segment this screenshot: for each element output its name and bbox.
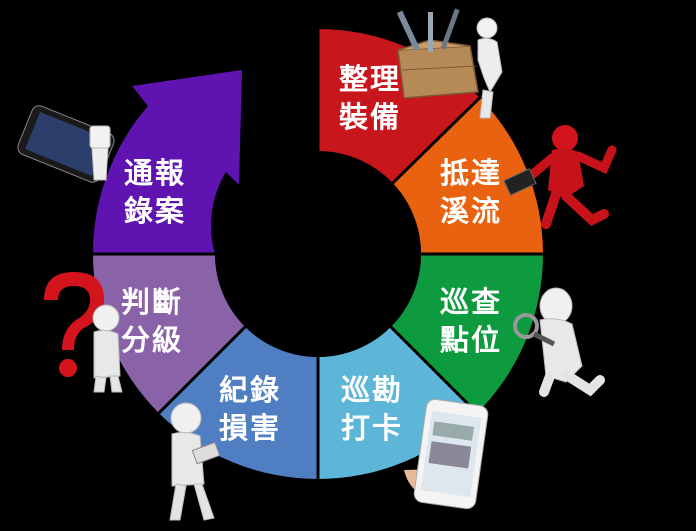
label-inspect: 巡查 點位 [431, 283, 511, 359]
label-inspect-line1: 巡查 [439, 285, 502, 319]
magnifier-figure-icon [513, 287, 605, 397]
label-checkin: 巡勘 打卡 [332, 371, 412, 447]
center-hole [215, 151, 421, 357]
label-prepare: 整理 裝備 [330, 60, 410, 136]
toolbox-figure-icon [396, 8, 503, 119]
label-checkin-line1: 巡勘 [340, 373, 403, 407]
label-record-line2: 損害 [218, 411, 281, 445]
segment-separators [93, 29, 543, 479]
label-report: 通報 錄案 [115, 154, 195, 230]
phone-figure-icon [17, 105, 115, 183]
label-inspect-line2: 點位 [439, 323, 502, 357]
label-prepare-line1: 整理 [338, 62, 401, 96]
question-mark-figure-icon [44, 272, 123, 393]
label-checkin-line2: 打卡 [340, 411, 403, 445]
label-record-line1: 紀錄 [218, 373, 281, 407]
running-figure-icon [503, 125, 617, 229]
label-report-line2: 錄案 [123, 194, 186, 228]
segment-report [92, 70, 243, 254]
segment-assess [93, 254, 246, 414]
label-dispatch-line2: 溪流 [439, 194, 502, 228]
label-assess-line1: 判斷 [120, 285, 183, 319]
segment-inspect [390, 254, 543, 414]
smartphone-hand-icon [404, 398, 489, 510]
label-assess-line2: 分級 [120, 323, 183, 357]
label-report-line1: 通報 [123, 156, 186, 190]
label-prepare-line2: 裝備 [338, 100, 401, 134]
label-record: 紀錄 損害 [210, 371, 290, 447]
label-assess: 判斷 分級 [112, 283, 192, 359]
label-dispatch: 抵達 溪流 [431, 154, 511, 230]
label-dispatch-line1: 抵達 [439, 156, 502, 190]
tablet-figure-icon [169, 402, 221, 521]
segment-dispatch [392, 97, 543, 254]
